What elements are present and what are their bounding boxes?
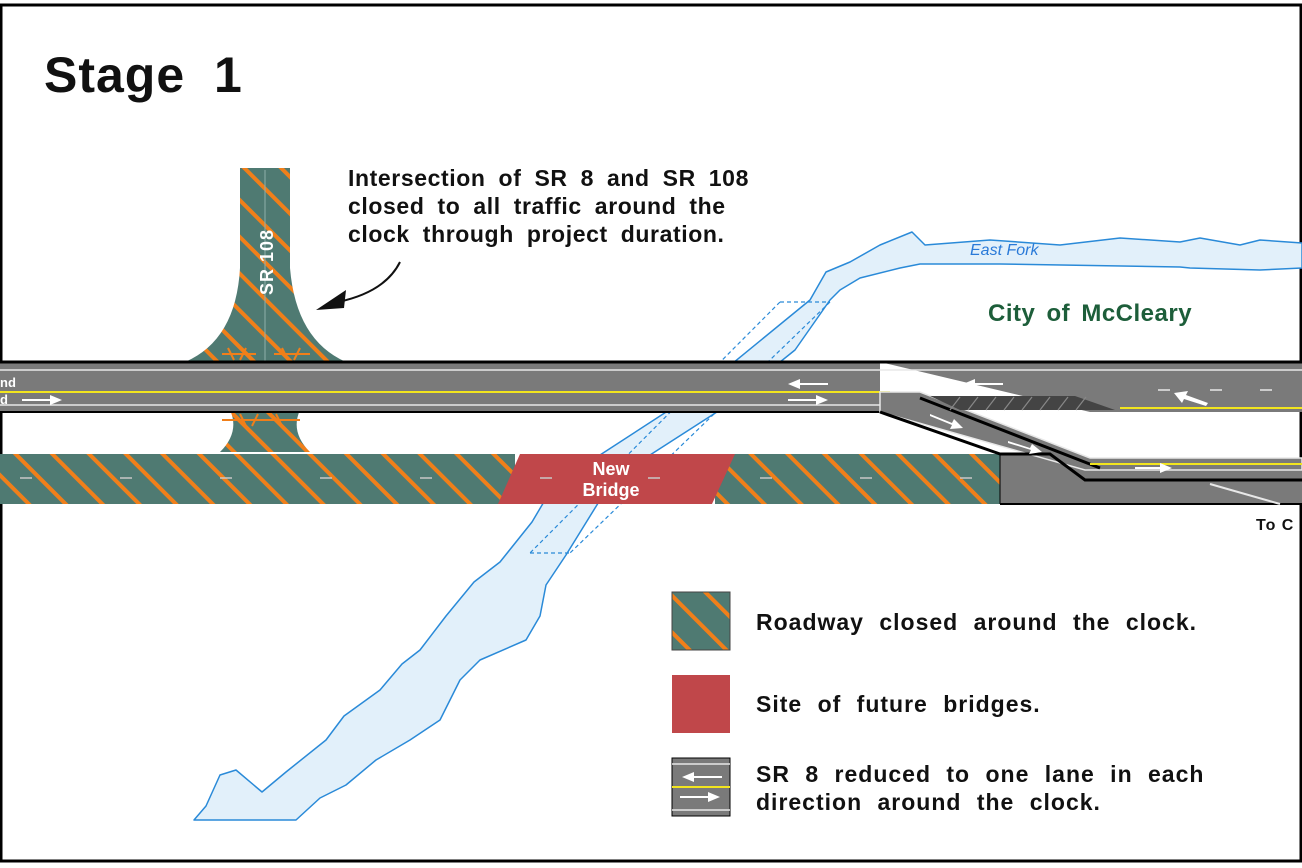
legend-swatch-lanes <box>671 757 731 817</box>
closed-roadway-west <box>0 454 515 504</box>
left-label-upper: nd <box>0 375 16 390</box>
city-label: City of McCleary <box>988 300 1193 327</box>
traffic-arrows <box>22 379 1208 473</box>
legend-swatch-bridge <box>672 675 730 733</box>
legend-bridge-label: Site of future bridges. <box>756 691 1041 717</box>
barrier-marks <box>222 347 310 427</box>
legend-lanes-line-1: SR 8 reduced to one lane in each <box>756 761 1205 787</box>
new-bridge <box>498 454 735 504</box>
new-bridge-label-1: New <box>592 459 630 479</box>
closure-note-line-2: closed to all traffic around the <box>348 193 726 219</box>
legend-swatch-closed <box>671 591 731 651</box>
legend-lanes-label: SR 8 reduced to one lane in each directi… <box>756 760 1204 816</box>
closure-note-line-1: Intersection of SR 8 and SR 108 <box>348 165 749 191</box>
sr108-label: SR 108 <box>257 229 277 295</box>
legend-closed-label: Roadway closed around the clock. <box>756 609 1198 635</box>
connector-closed-road <box>220 410 310 452</box>
closure-note: Intersection of SR 8 and SR 108 closed t… <box>348 164 749 248</box>
closed-roadway-east <box>715 454 1000 504</box>
page-title: Stage 1 <box>44 47 243 103</box>
new-bridge-label-2: Bridge <box>582 480 639 500</box>
river <box>193 231 1302 821</box>
river-label: East Fork <box>970 242 1039 259</box>
to-c-label: To C <box>1256 517 1294 534</box>
legend-lanes-line-2: direction around the clock. <box>756 789 1101 815</box>
closure-note-line-3: clock through project duration. <box>348 221 725 247</box>
frame-border <box>0 3 1302 863</box>
left-label-lower: d <box>0 392 8 407</box>
callout-arrow <box>337 261 401 303</box>
